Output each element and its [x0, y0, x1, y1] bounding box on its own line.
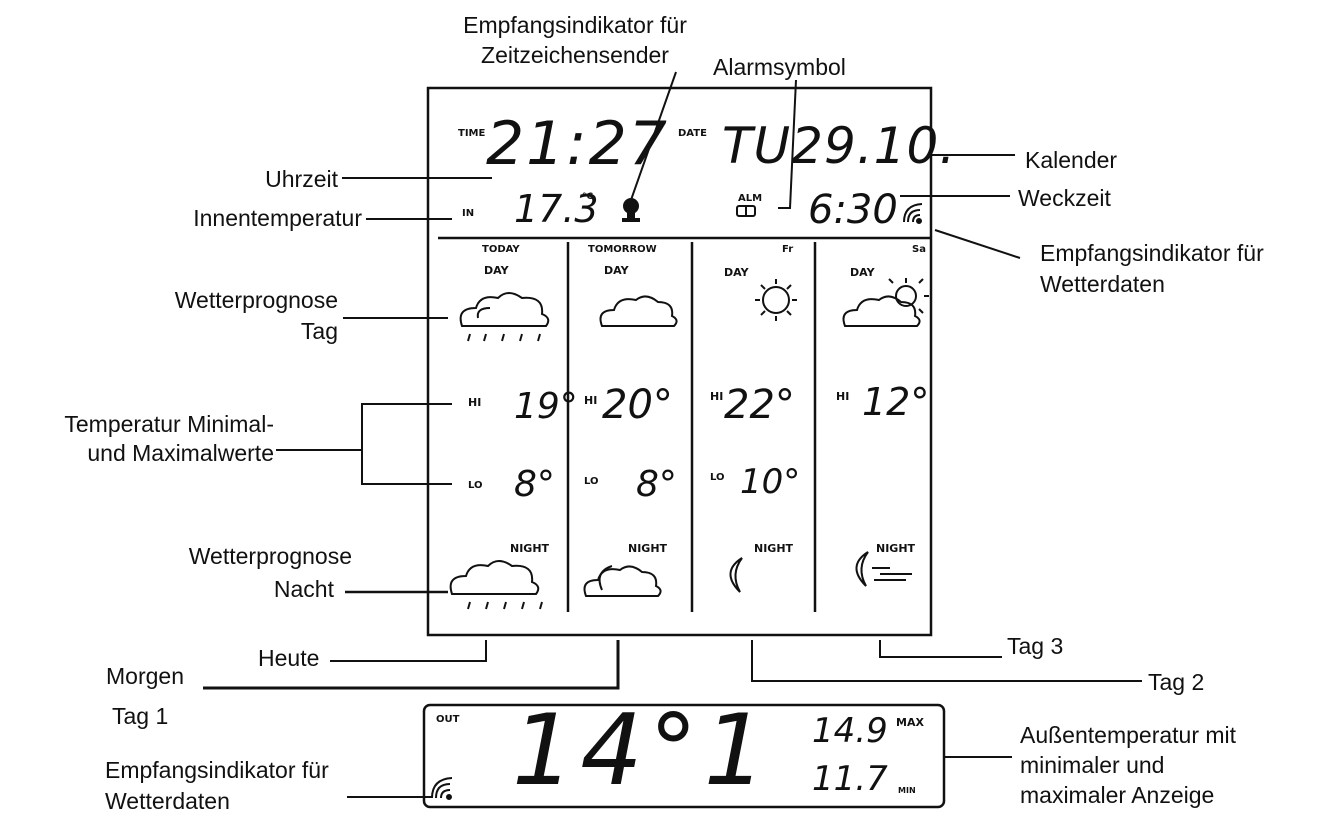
callout-prognose-nacht-line2: Nacht [273, 576, 334, 602]
outdoor-temp: 14°1 [512, 694, 773, 808]
night-label-tomorrow: NIGHT [628, 542, 668, 555]
callout-tag1: Tag 1 [112, 703, 169, 729]
col-day-fr: DAY [724, 266, 749, 279]
indoor-temp: 17.3 [514, 187, 599, 231]
callout-empfang-wetter-line2: Wetterdaten [1040, 271, 1165, 297]
hi-label-today: HI [468, 396, 482, 409]
time-display: 21:27 [486, 109, 669, 179]
lo-value-fr: 10° [740, 462, 801, 502]
night-label-fr: NIGHT [754, 542, 794, 555]
leader-tag2 [751, 640, 1142, 682]
callout-kalender: Kalender [1025, 147, 1118, 173]
callout-temp-minmax-line2: und Maximalwerte [87, 440, 274, 466]
lo-label-tomorrow: LO [584, 476, 599, 487]
leader-heute [330, 640, 487, 662]
main-display-frame [426, 86, 933, 637]
moon-cloud-icon-tomorrow [583, 565, 662, 597]
cloud-icon-tomorrow [599, 295, 678, 327]
leader-tag3 [879, 640, 1002, 658]
col-header-tomorrow: TOMORROW [588, 244, 657, 255]
leader-morgen [203, 640, 620, 690]
alarm-label: ALM [738, 193, 763, 204]
callout-empfang-wetter-bottom-line2: Wetterdaten [105, 788, 230, 814]
lo-value-tomorrow: 8° [636, 464, 677, 505]
col-day-sa: DAY [850, 266, 875, 279]
alarm-time: 6:30 [808, 187, 898, 233]
callout-alarmsymbol: Alarmsymbol [713, 54, 846, 80]
callout-aussen-line3: maximaler Anzeige [1020, 782, 1215, 808]
indoor-unit: °C [582, 192, 594, 202]
callout-empfang-wetter-line1: Empfangsindikator für [1040, 240, 1264, 266]
moon-fog-icon-sa [855, 551, 912, 587]
date-label: DATE [678, 128, 707, 139]
cloud-rain-icon-today [459, 292, 550, 342]
col-header-today: TODAY [482, 244, 520, 255]
leader-alarmsymbol [778, 79, 797, 209]
outdoor-label: OUT [436, 714, 460, 725]
callout-empfang-wetter-bottom-line1: Empfangsindikator für [105, 757, 329, 783]
callout-heute: Heute [258, 645, 320, 671]
hi-label-sa: HI [836, 390, 850, 403]
hi-label-tomorrow: HI [584, 394, 598, 407]
cloud-rain-night-icon-today [449, 560, 543, 610]
sun-cloud-icon-sa [842, 278, 929, 327]
hi-value-tomorrow: 20° [602, 382, 673, 428]
col-header-sa: Sa [912, 244, 926, 255]
date-display: TU29.10. [722, 117, 957, 175]
callout-temp-minmax-line1: Temperatur Minimal- [64, 411, 274, 437]
callout-prognose-tag-line1: Wetterprognose [174, 287, 338, 313]
alarm-bell-icon [736, 205, 756, 217]
moon-icon-fr [729, 557, 743, 593]
leader-empfang-wetter [934, 229, 1021, 259]
callout-morgen: Morgen [106, 663, 184, 689]
lo-value-today: 8° [514, 464, 555, 505]
leader-temp-bracket [361, 403, 452, 485]
hi-value-today: 19° [514, 386, 578, 427]
indoor-label: IN [462, 208, 475, 219]
hi-value-fr: 22° [724, 382, 795, 428]
callout-prognose-nacht-line1: Wetterprognose [188, 543, 352, 569]
callout-uhrzeit: Uhrzeit [265, 166, 338, 192]
callout-empfang-zeit-line1: Empfangsindikator für [463, 12, 687, 38]
tower-icon [622, 198, 640, 222]
col-day-tomorrow: DAY [604, 264, 629, 277]
lo-label-fr: LO [710, 472, 725, 483]
callout-prognose-tag-line2: Tag [300, 318, 338, 344]
hi-value-sa: 12° [862, 380, 930, 424]
callout-empfang-zeit-line2: Zeitzeichensender [481, 42, 669, 68]
callout-innentemperatur: Innentemperatur [193, 205, 362, 231]
outdoor-max-label: MAX [896, 716, 924, 729]
callout-aussen-line1: Außentemperatur mit [1020, 722, 1237, 748]
signal-arcs-icon [903, 203, 923, 224]
outdoor-max-value: 14.9 [812, 711, 888, 751]
callout-tag2: Tag 2 [1148, 669, 1205, 695]
outdoor-min-value: 11.7 [812, 759, 888, 799]
col-day-today: DAY [484, 264, 509, 277]
signal-arcs-bottom-icon [431, 777, 453, 800]
lo-label-today: LO [468, 480, 483, 491]
time-label: TIME [458, 128, 486, 139]
callout-aussen-line2: minimaler und [1020, 752, 1165, 778]
outdoor-min-label: MIN [898, 786, 916, 795]
night-label-sa: NIGHT [876, 542, 916, 555]
callout-weckzeit: Weckzeit [1018, 185, 1111, 211]
callout-tag3: Tag 3 [1007, 633, 1064, 659]
leader-empfang-zeit [630, 71, 677, 201]
hi-label-fr: HI [710, 390, 724, 403]
night-label-today: NIGHT [510, 542, 550, 555]
sun-icon-fr [755, 279, 797, 321]
col-header-fr: Fr [782, 244, 794, 255]
